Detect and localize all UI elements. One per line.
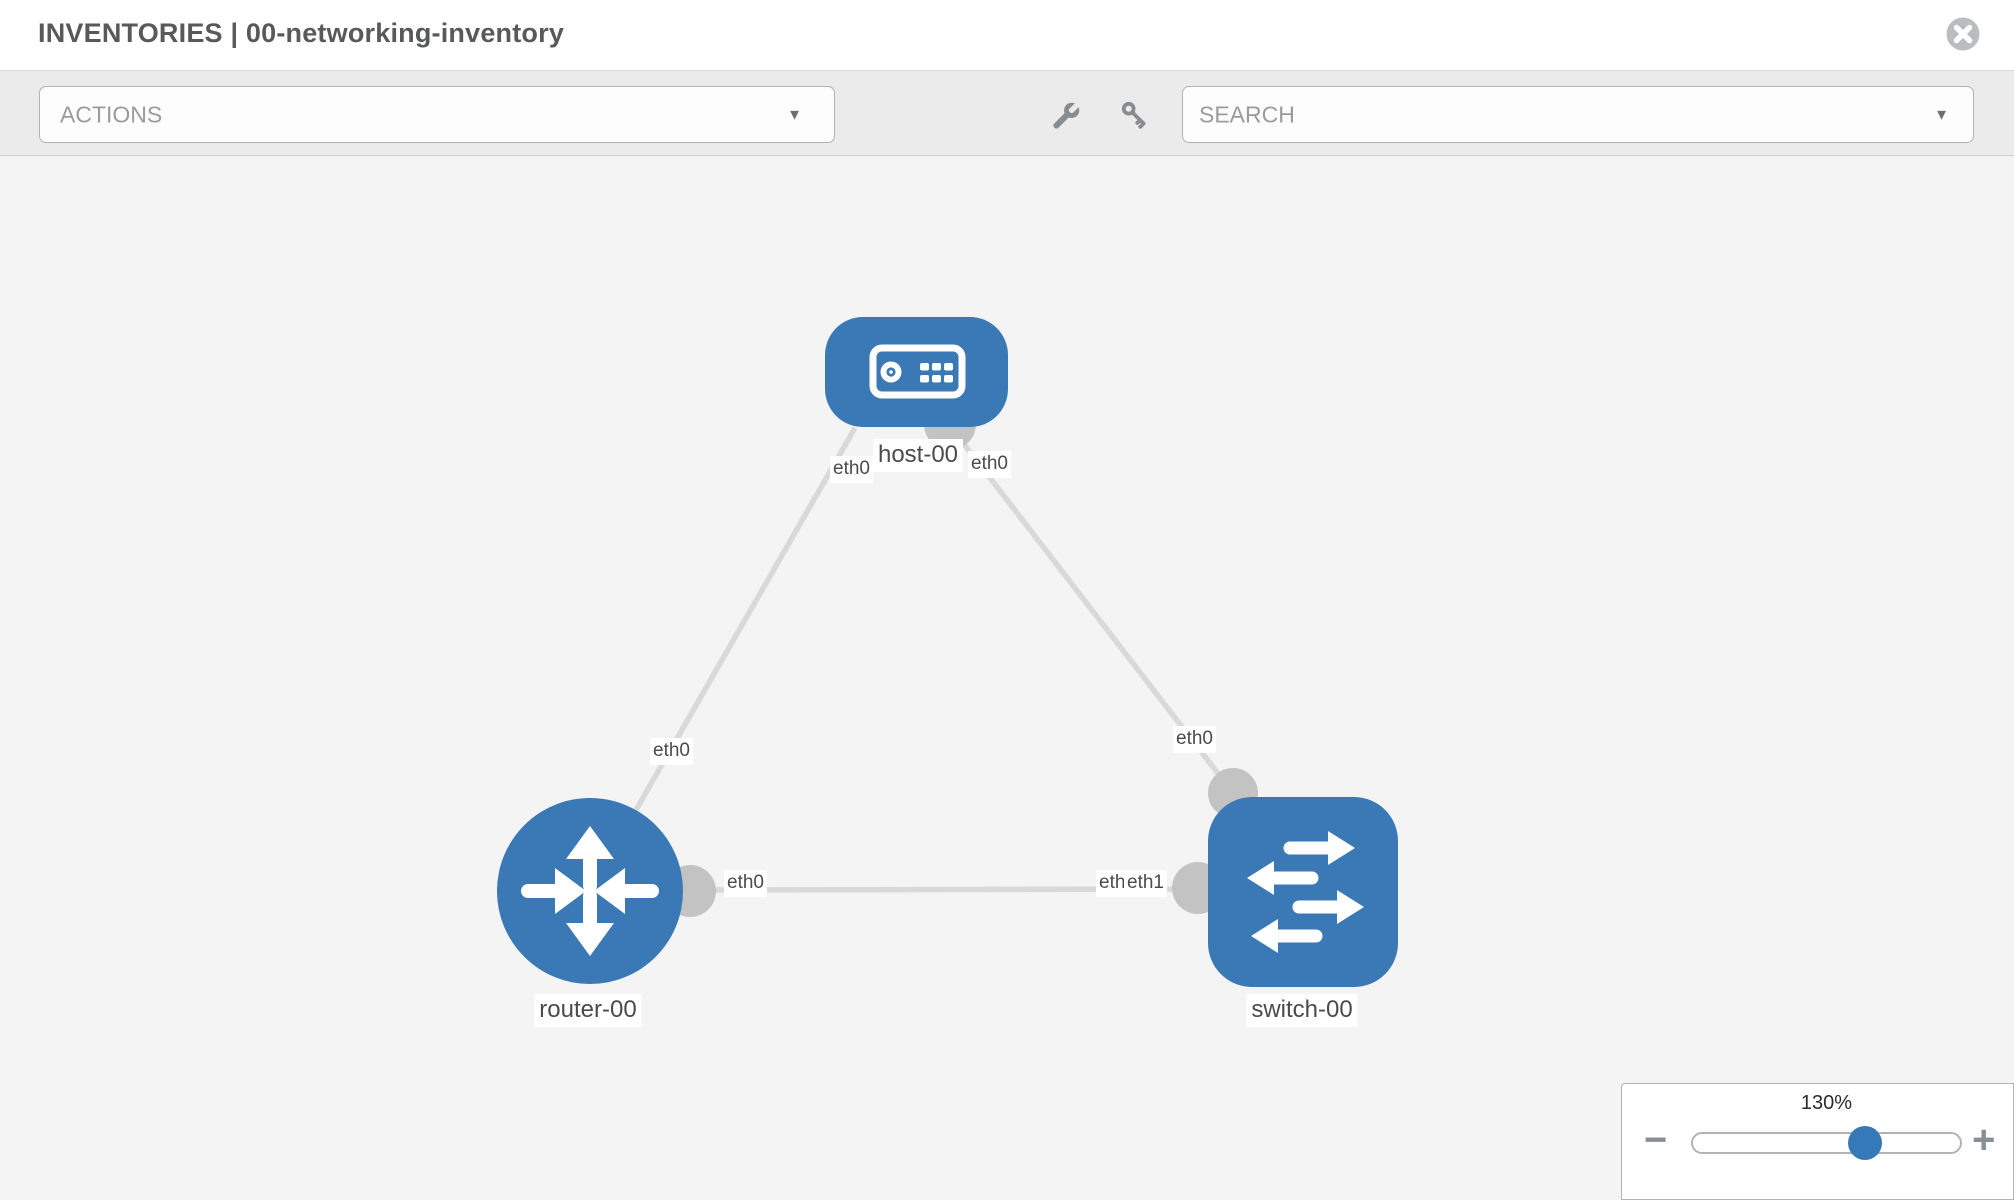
configure-button[interactable] bbox=[1048, 97, 1084, 138]
interface-label-switch-eth0-uplink: eth0 bbox=[1173, 726, 1216, 753]
close-icon bbox=[1946, 17, 1980, 51]
wrench-icon bbox=[1053, 100, 1082, 129]
zoom-level: 130% bbox=[1800, 1092, 1853, 1114]
node-host-00[interactable] bbox=[825, 317, 1008, 427]
chevron-down-icon: ▼ bbox=[787, 106, 802, 123]
toolbar: ACTIONS ▼ bbox=[0, 71, 2014, 156]
interface-label-host-eth0-left: eth0 bbox=[830, 456, 873, 483]
interface-label-switch-eth1: eth1 bbox=[1124, 870, 1167, 897]
window-header: INVENTORIES | 00-networking-inventory bbox=[0, 0, 2014, 71]
actions-dropdown-label: ACTIONS bbox=[60, 101, 163, 127]
zoom-slider-handle[interactable] bbox=[1848, 1126, 1882, 1160]
zoom-out-button[interactable]: − bbox=[1644, 1118, 1668, 1162]
chevron-down-icon: ▼ bbox=[1934, 106, 1949, 123]
interface-label-router-eth0-uplink: eth0 bbox=[650, 738, 693, 765]
key-icon bbox=[1121, 101, 1146, 129]
node-label-host-00: host-00 bbox=[872, 439, 964, 472]
zoom-slider[interactable] bbox=[1691, 1126, 1962, 1160]
interface-label-host-eth0-right: eth0 bbox=[968, 451, 1011, 478]
topology-canvas[interactable]: eth0 host-00 eth0 eth0 eth0 eth0 eth0 et… bbox=[0, 156, 2014, 1200]
search-placeholder: SEARCH bbox=[1199, 101, 1295, 127]
topology-links-layer bbox=[633, 398, 1258, 917]
close-button[interactable] bbox=[1946, 17, 1980, 51]
node-label-switch-00: switch-00 bbox=[1246, 994, 1358, 1027]
node-label-router-00: router-00 bbox=[534, 994, 642, 1027]
router-icon bbox=[521, 826, 659, 956]
interface-label-router-eth0: eth0 bbox=[724, 870, 767, 897]
search-dropdown[interactable]: SEARCH ▼ bbox=[1182, 86, 1974, 143]
page-title: INVENTORIES | 00-networking-inventory bbox=[38, 18, 565, 48]
switch-icon bbox=[1247, 831, 1364, 953]
node-router-00[interactable] bbox=[497, 798, 683, 984]
zoom-panel: 130% − + bbox=[1621, 1083, 2014, 1200]
credentials-button[interactable] bbox=[1116, 97, 1152, 138]
host-icon bbox=[869, 344, 966, 399]
zoom-in-button[interactable]: + bbox=[1972, 1118, 1996, 1162]
node-switch-00[interactable] bbox=[1208, 797, 1398, 987]
actions-dropdown[interactable]: ACTIONS ▼ bbox=[39, 86, 835, 143]
